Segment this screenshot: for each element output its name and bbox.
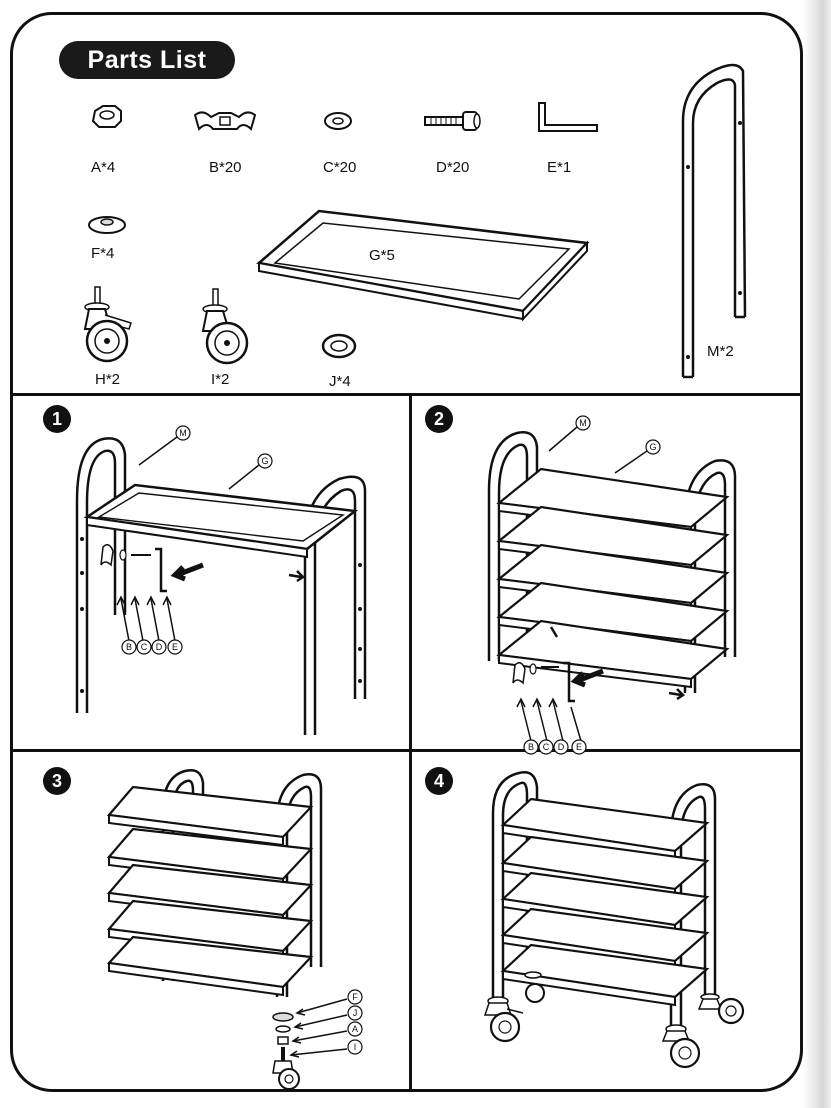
step-2-callout-c: C xyxy=(543,742,550,752)
step-1-callout-b: B xyxy=(126,642,132,652)
step-1-callout-e: E xyxy=(172,642,178,652)
divider-step-columns xyxy=(409,393,412,1089)
part-d-label: D*20 xyxy=(436,159,470,176)
part-h-label: H*2 xyxy=(95,371,121,388)
step-2-callout-m: M xyxy=(579,418,587,428)
step-2-callout-d: D xyxy=(558,742,565,752)
step-1-callout-g: G xyxy=(261,456,268,466)
part-i-caster-icon xyxy=(201,288,249,365)
step-3-diagram: F J A I xyxy=(106,769,363,1089)
step-3-callout-i: I xyxy=(354,1042,357,1052)
part-e-label: E*1 xyxy=(547,159,572,176)
step-1-number: 1 xyxy=(43,405,71,433)
step-3-number: 3 xyxy=(43,767,71,795)
part-m-label: M*2 xyxy=(707,343,734,360)
part-e-hex-key-icon xyxy=(538,102,598,132)
part-a-nut-icon xyxy=(91,105,122,128)
parts-list-title: Parts List xyxy=(59,41,235,79)
part-f-label: F*4 xyxy=(91,245,115,262)
part-j-label: J*4 xyxy=(329,373,351,390)
part-m-upright-frame-icon xyxy=(681,63,747,379)
part-g-shelf-tray-icon xyxy=(256,209,590,322)
part-d-bolt-icon xyxy=(424,111,481,131)
part-c-label: C*20 xyxy=(323,159,357,176)
scan-edge-shadow xyxy=(803,0,831,1108)
step-3-callout-f: F xyxy=(352,992,358,1002)
part-b-clamp-icon xyxy=(193,111,257,131)
part-c-washer-icon xyxy=(324,112,352,130)
step-1-callout-c: C xyxy=(141,642,148,652)
step-2-callout-g: G xyxy=(649,442,656,452)
step-3-callout-a: A xyxy=(352,1024,358,1034)
part-j-washer-icon xyxy=(321,333,357,359)
part-a-label: A*4 xyxy=(91,159,116,176)
part-b-label: B*20 xyxy=(209,159,242,176)
step-4-diagram xyxy=(483,771,745,1069)
step-1-diagram: M G B C D E xyxy=(75,425,367,735)
step-1-callout-d: D xyxy=(156,642,163,652)
divider-parts-steps xyxy=(13,393,800,396)
part-h-brake-caster-icon xyxy=(83,286,132,363)
step-2-number: 2 xyxy=(425,405,453,433)
instruction-sheet: Parts List A*4 B*20 C*20 D*20 E*1 F*4 xyxy=(10,12,803,1092)
part-i-label: I*2 xyxy=(211,371,230,388)
part-f-foot-cap-icon xyxy=(88,216,126,234)
part-g-label: G*5 xyxy=(369,247,395,264)
step-2-callout-e: E xyxy=(576,742,582,752)
step-2-diagram: M G B C D E xyxy=(487,415,737,755)
step-1-callout-m: M xyxy=(179,428,187,438)
divider-step-rows xyxy=(13,749,800,752)
step-3-callout-j: J xyxy=(353,1008,358,1018)
step-4-number: 4 xyxy=(425,767,453,795)
step-2-callout-b: B xyxy=(528,742,534,752)
